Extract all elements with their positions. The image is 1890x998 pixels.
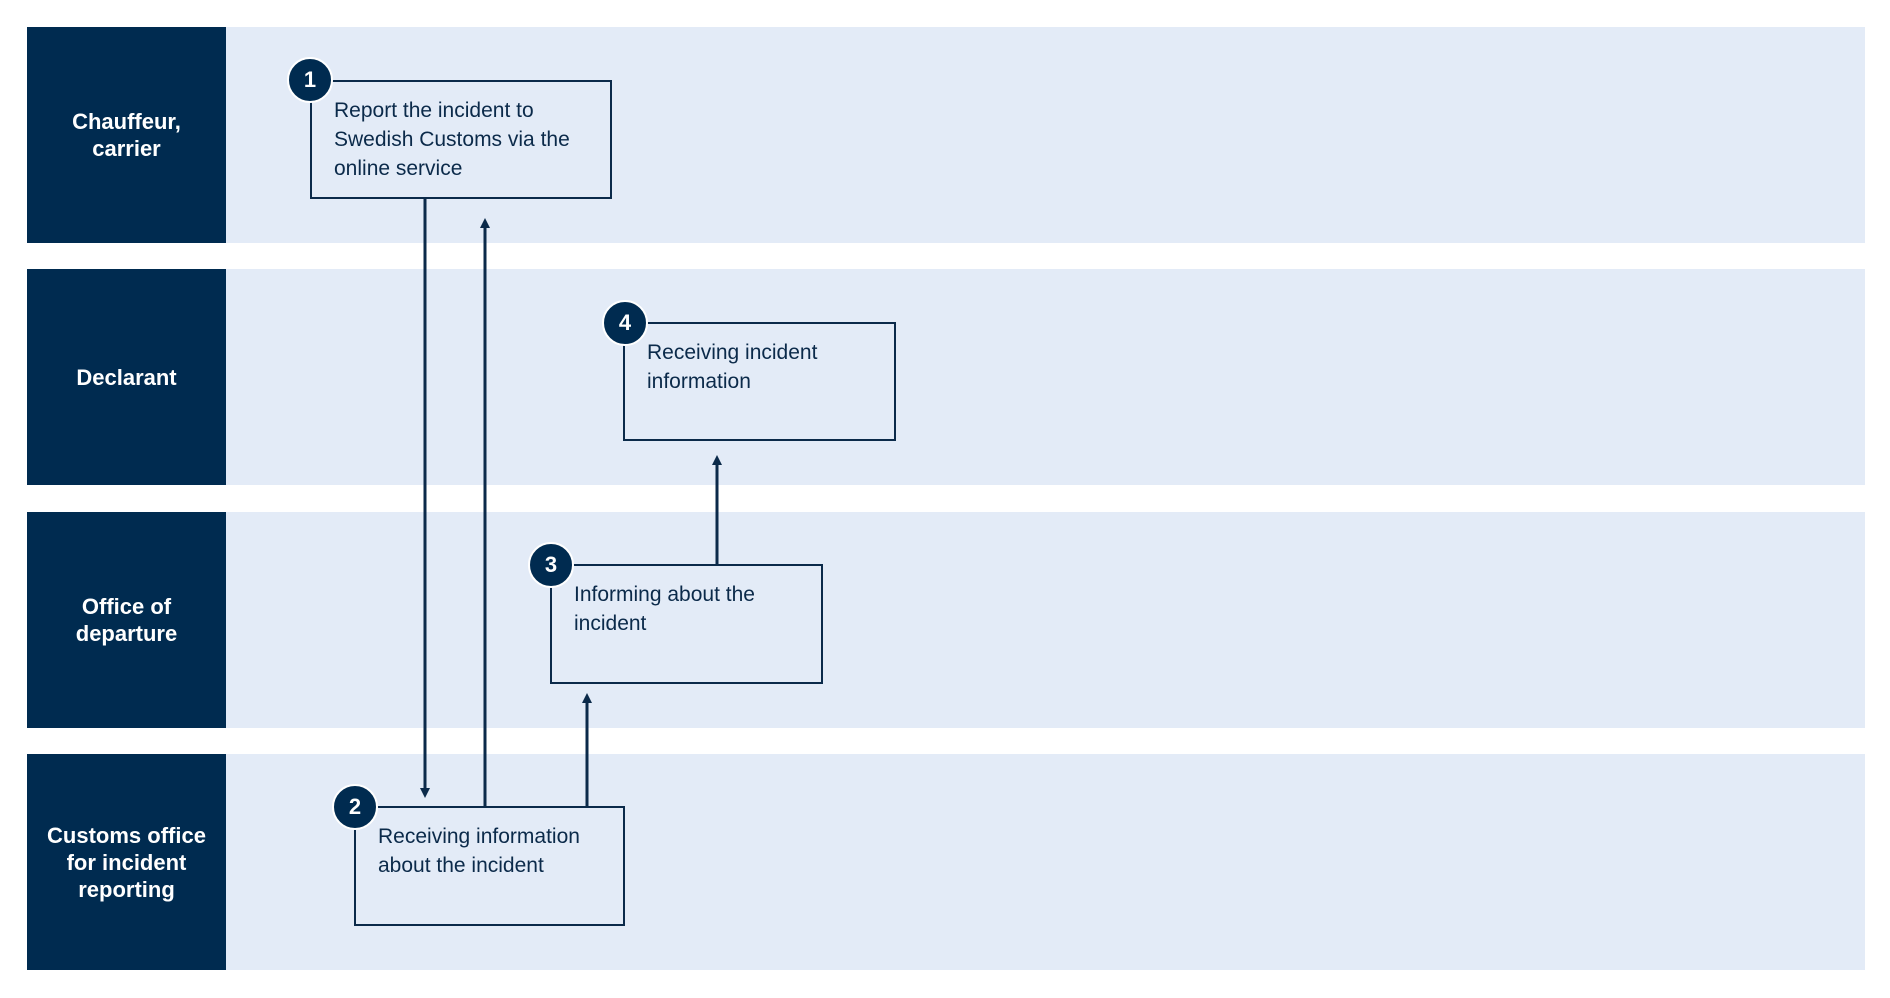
step-badge-3: 3 — [528, 542, 574, 588]
step-box-receiving-incident-information: Receiving incident information — [623, 322, 896, 441]
lane-body — [226, 512, 1865, 728]
lane-office-of-departure: Office of departure — [27, 512, 1865, 728]
lane-label: Office of departure — [27, 512, 226, 728]
lane-label: Chauffeur, carrier — [27, 27, 226, 243]
step-box-receiving-information: Receiving information about the incident — [354, 806, 625, 926]
lane-declarant: Declarant — [27, 269, 1865, 485]
lane-body — [226, 269, 1865, 485]
step-text: Receiving information about the incident — [378, 825, 580, 877]
step-box-informing-about-incident: Informing about the incident — [550, 564, 823, 684]
lane-label: Customs office for incident reporting — [27, 754, 226, 970]
lane-customs-office-incident-reporting: Customs office for incident reporting — [27, 754, 1865, 970]
step-badge-1: 1 — [287, 57, 333, 103]
step-box-report-incident: Report the incident to Swedish Customs v… — [310, 80, 612, 199]
step-badge-4: 4 — [602, 300, 648, 346]
step-text: Receiving incident information — [647, 341, 818, 393]
step-text: Informing about the incident — [574, 583, 755, 635]
step-badge-2: 2 — [332, 784, 378, 830]
step-text: Report the incident to Swedish Customs v… — [334, 99, 570, 180]
lane-label: Declarant — [27, 269, 226, 485]
